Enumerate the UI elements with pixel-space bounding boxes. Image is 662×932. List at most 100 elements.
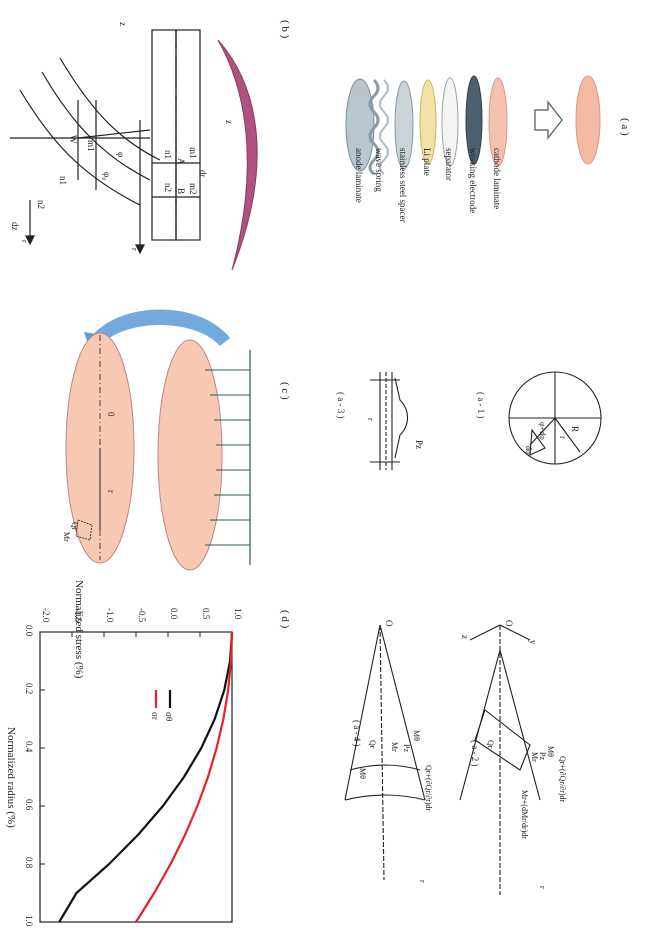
- layer-cathode-laminate-disc: [488, 77, 508, 167]
- layer-spacer-label: stainless steel spacer: [398, 148, 408, 222]
- a1-element: [529, 428, 546, 456]
- beam-label-phi0: φ₀: [102, 172, 112, 180]
- a4-edge: [344, 624, 381, 801]
- a4-label-Qr-top: Qr+(∂Qr/∂r)dr: [424, 765, 433, 812]
- layer-working-electrode: working electrode: [465, 75, 483, 213]
- series-line-1: [135, 631, 234, 923]
- a4-label-Mr: Mr: [390, 742, 399, 752]
- layer-anode-laminate: anode laminate: [345, 78, 375, 203]
- plate-outline: [151, 29, 177, 241]
- a4-label-Mtheta2: Mθ: [358, 768, 367, 779]
- c-label-r: r: [106, 490, 116, 493]
- plate-r-label: r: [130, 248, 139, 251]
- a1-label-dphi: dφ: [524, 446, 533, 455]
- y-tick-label: 0.5: [201, 608, 211, 620]
- diagram-a1: [508, 371, 602, 465]
- beam-label-n2: n2: [36, 200, 46, 209]
- a2-axis-y: [499, 624, 531, 641]
- legend-label-0: σθ: [164, 712, 174, 721]
- beam-label-dz: dz: [10, 222, 20, 231]
- pressure-coin-disc: [157, 339, 223, 571]
- a4-label-Pz: Pz: [402, 744, 411, 752]
- diagram-a4: [344, 624, 426, 881]
- layer-separator: separator: [441, 77, 459, 181]
- layer-working-electrode-disc: [465, 75, 483, 165]
- a2-label-Pz: Pz: [538, 752, 547, 760]
- a2-label-z: z: [460, 635, 470, 639]
- y-tick-label: -2.0: [41, 608, 51, 623]
- pressure-arrows: [205, 369, 250, 546]
- a2-ray: [499, 649, 541, 801]
- beam-label-m1: m1: [86, 140, 96, 152]
- curved-arrow-body: [90, 309, 230, 346]
- layer-anode-laminate-disc: [345, 78, 375, 172]
- chart-series: [58, 631, 234, 923]
- layer-separator-disc: [441, 77, 459, 167]
- a2-axis-z: [469, 624, 501, 641]
- a3-label-r: r: [366, 418, 375, 421]
- a4-label-Qr: Qr: [368, 740, 377, 749]
- a2-label-r: r: [538, 886, 547, 889]
- x-tick-label: 0.6: [24, 799, 34, 811]
- beam-inner-edge: [41, 71, 151, 181]
- wave-spring-shape: [368, 78, 380, 176]
- a1-label-R: R: [570, 426, 580, 432]
- straight-plate: [135, 29, 201, 255]
- plate-label-n2: n2: [163, 183, 173, 192]
- assembled-cell: [575, 75, 601, 165]
- c-label-Mr: Mr: [62, 532, 71, 542]
- a1-radius: [554, 417, 581, 453]
- a4-label-r: r: [418, 880, 427, 883]
- series-line-0: [58, 631, 234, 923]
- layer-spacer-disc: [394, 80, 414, 170]
- panel-label-a: ( a ): [619, 118, 631, 136]
- plate-label-m1: m1: [188, 147, 198, 159]
- a2-element: [474, 709, 531, 771]
- layer-working-electrode-label: working electrode: [468, 148, 478, 213]
- x-tick-label: 0.0: [24, 625, 34, 637]
- y-tick-label: 1.0: [233, 608, 243, 620]
- sub-label-a4: ( a - 4 ): [352, 720, 362, 747]
- beam-label-r: r: [20, 240, 29, 243]
- beam-label-W: W: [68, 135, 78, 144]
- a2-ray-2: [459, 649, 501, 801]
- curved-beam: [10, 57, 161, 246]
- diagram-a3: [370, 372, 409, 470]
- layer-li-plate-label: Li plate: [422, 148, 432, 176]
- a2-label-Mtheta: Mθ: [546, 746, 555, 757]
- a1-label-phi-dphi: φ+dφ: [538, 422, 547, 440]
- layer-separator-label: separator: [444, 148, 454, 181]
- a2-label-O: O: [504, 620, 514, 627]
- x-tick-label: 1.0: [24, 915, 34, 927]
- c-label-Qr: Qr: [70, 522, 79, 531]
- sub-label-a2: ( a - 2 ): [470, 740, 480, 767]
- y-tick-label: 0.0: [169, 608, 179, 620]
- layer-stainless-steel-spacer: stainless steel spacer: [394, 80, 414, 222]
- layer-li-plate: Li plate: [419, 79, 437, 176]
- a4-arc: [349, 764, 421, 771]
- beam-label-z: z: [118, 22, 128, 26]
- a4-arc-2: [344, 794, 426, 801]
- c-label-zero: 0: [106, 412, 116, 417]
- section-element: [75, 519, 93, 541]
- beam-outer-edge: [19, 89, 141, 206]
- plate-r-arrow-icon: [135, 244, 145, 255]
- beam-label-phi: φ: [116, 152, 126, 157]
- a4-axis: [379, 624, 385, 881]
- beam-r-arrow-icon: [25, 235, 35, 246]
- plate-label-n1: n1: [163, 150, 173, 159]
- layer-anode-laminate-label: anode laminate: [354, 148, 364, 203]
- legend-label-1: σr: [150, 712, 160, 720]
- layer-stack: anode laminate wave spring stainless ste…: [345, 75, 508, 222]
- a4-label-O: O: [384, 620, 394, 627]
- panel-label-c: ( c ): [279, 382, 291, 400]
- x-tick-label: 0.2: [24, 683, 34, 694]
- x-tick-label: 0.4: [24, 741, 34, 753]
- chart-xlabel: Normalized radius (%): [5, 727, 17, 828]
- wave-spring-shape-back: [379, 79, 389, 175]
- layer-wave-spring: wave spring: [368, 78, 389, 192]
